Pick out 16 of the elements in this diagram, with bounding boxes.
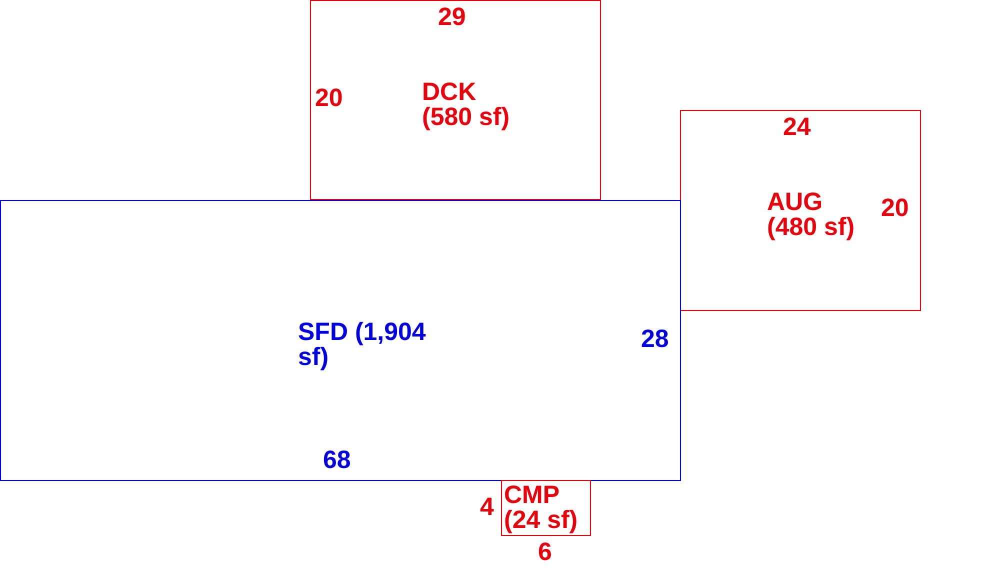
dimension-label: 24 — [783, 115, 811, 140]
room-label: DCK (580 sf) — [422, 80, 511, 130]
dimension-label: 29 — [438, 5, 466, 30]
room-outline — [501, 480, 591, 536]
dimension-label: 20 — [881, 196, 909, 221]
dimension-label: 4 — [480, 495, 494, 520]
room-outline — [0, 200, 681, 481]
room-label: SFD (1,904 sf) — [298, 320, 427, 370]
room-outline — [680, 110, 921, 311]
room-label: CMP (24 sf) — [504, 483, 579, 533]
dimension-label: 68 — [323, 448, 351, 473]
room-outline — [310, 0, 601, 200]
dimension-label: 6 — [538, 540, 552, 565]
room-label: AUG (480 sf) — [767, 190, 856, 240]
dimension-label: 28 — [641, 327, 669, 352]
dimension-label: 20 — [315, 86, 343, 111]
